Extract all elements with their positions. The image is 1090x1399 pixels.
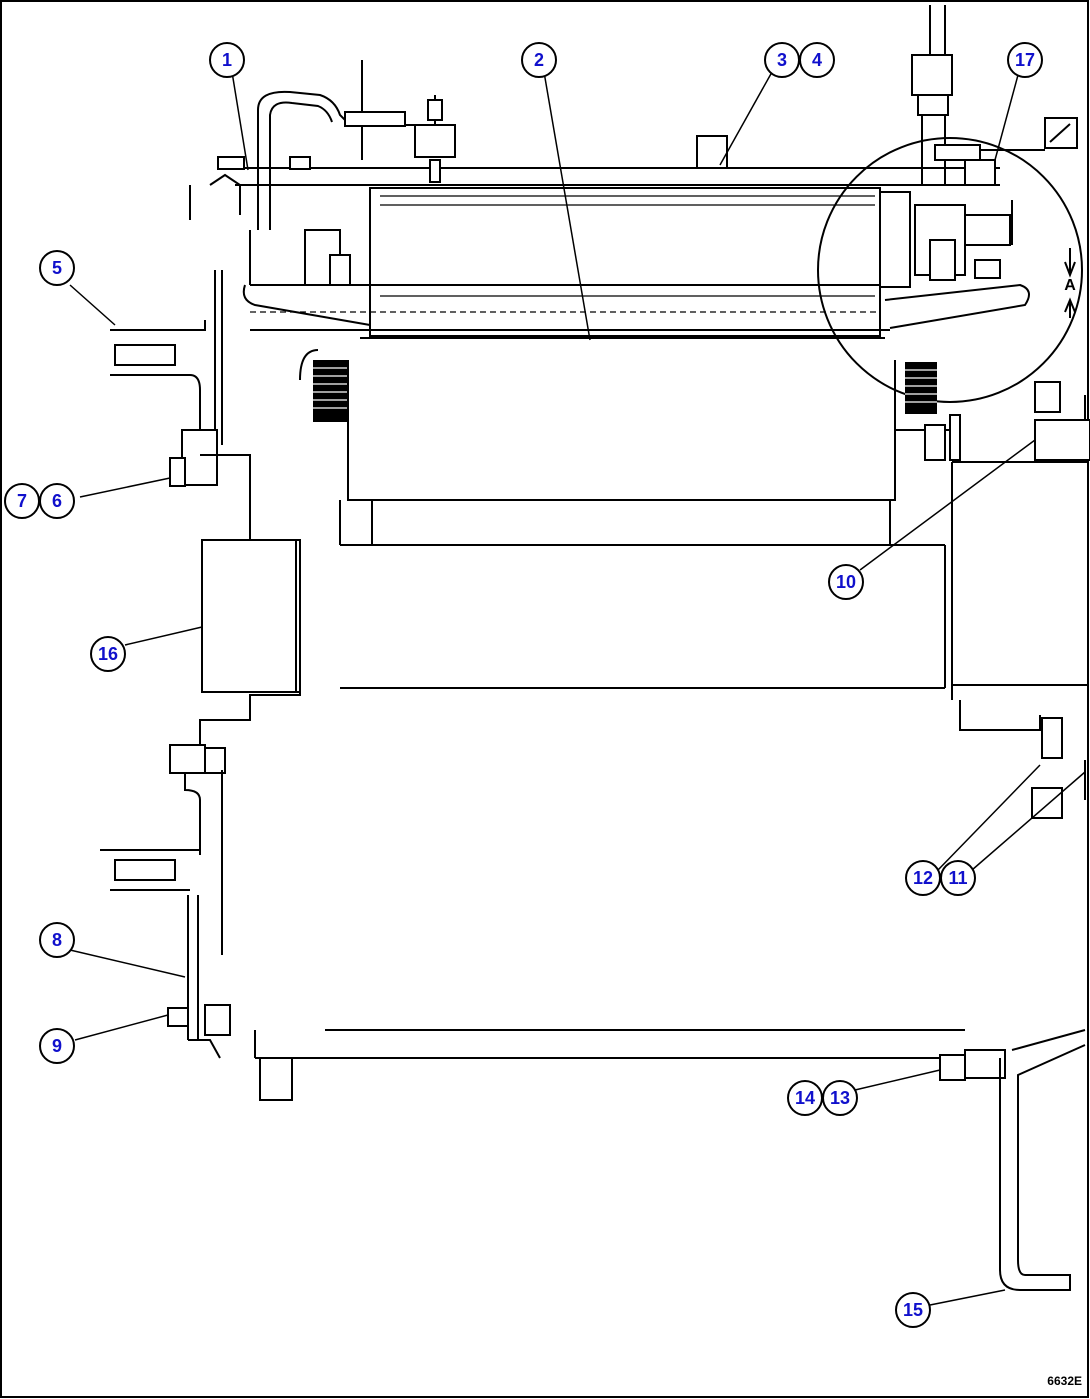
detail-circle-a <box>817 137 1083 403</box>
svg-text:16: 16 <box>98 644 118 664</box>
callout-14: 14 <box>787 1080 823 1116</box>
svg-text:5: 5 <box>52 258 62 278</box>
figure-id: 6632E <box>1047 1374 1082 1388</box>
svg-text:15: 15 <box>903 1300 923 1320</box>
detail-label-a: A <box>1064 277 1076 294</box>
top-cover-assembly <box>189 60 1000 230</box>
svg-text:11: 11 <box>948 868 967 888</box>
callout-1: 1 <box>209 42 245 78</box>
svg-text:13: 13 <box>830 1088 850 1108</box>
callout-2: 2 <box>521 42 557 78</box>
svg-text:9: 9 <box>52 1036 62 1056</box>
callout-13: 13 <box>822 1080 858 1116</box>
band-springs <box>313 360 1086 819</box>
svg-text:12: 12 <box>913 868 933 888</box>
callout-5: 5 <box>39 250 75 286</box>
svg-text:1: 1 <box>222 50 232 70</box>
callout-9: 9 <box>39 1028 75 1064</box>
svg-text:3: 3 <box>777 50 787 70</box>
callout-17: 17 <box>1007 42 1043 78</box>
drum-body <box>299 349 1090 759</box>
callout-11: 11 <box>940 860 976 896</box>
leader-lines <box>69 71 1086 1306</box>
svg-text:10: 10 <box>836 572 856 592</box>
callout-16: 16 <box>90 636 126 672</box>
left-housing <box>100 270 301 1059</box>
callout-8: 8 <box>39 922 75 958</box>
callout-12: 12 <box>905 860 941 896</box>
svg-text:8: 8 <box>52 930 62 950</box>
svg-text:7: 7 <box>17 491 27 511</box>
callout-10: 10 <box>828 564 864 600</box>
brake-band-assembly: A <box>242 5 1083 403</box>
svg-text:14: 14 <box>795 1088 815 1108</box>
svg-text:4: 4 <box>812 50 822 70</box>
callout-6: 6 <box>39 483 75 519</box>
svg-text:2: 2 <box>534 50 544 70</box>
callout-15: 15 <box>895 1292 931 1328</box>
callout-4: 4 <box>799 42 835 78</box>
svg-text:17: 17 <box>1015 50 1035 70</box>
callout-7: 7 <box>4 483 40 519</box>
svg-text:6: 6 <box>52 491 62 511</box>
bottom-frame <box>254 1029 1086 1291</box>
callout-3: 3 <box>764 42 800 78</box>
